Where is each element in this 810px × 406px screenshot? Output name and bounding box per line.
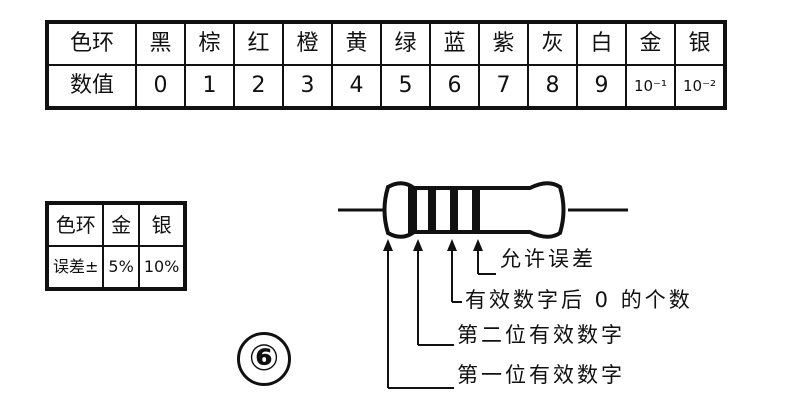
multiplier-leader	[447, 239, 462, 303]
color-cell-silver: 银	[674, 21, 726, 66]
tolerance-table: 色环 金 银 误差± 5% 10%	[45, 201, 188, 291]
color-cell-orange: 橙	[282, 21, 333, 66]
value-cell: 9	[576, 64, 627, 109]
value-cell: 10⁻¹	[625, 64, 676, 109]
value-cell: 5	[380, 64, 431, 109]
value-cell: 0	[135, 64, 186, 109]
first-digit-leader	[383, 239, 454, 389]
color-cell-brown: 棕	[184, 21, 235, 66]
label-second-digit: 第二位有效数字	[457, 323, 625, 347]
value-cell: 2	[233, 64, 284, 109]
tolerance-color-row: 色环 金 银	[45, 202, 187, 247]
color-cell-green: 绿	[380, 21, 431, 66]
color-cell-red: 红	[233, 21, 284, 66]
label-first-digit: 第一位有效数字	[457, 363, 625, 387]
label-multiplier: 有效数字后 0 的个数	[465, 288, 693, 312]
tolerance-value-row: 误差± 5% 10%	[45, 245, 187, 290]
value-cell: 3	[282, 64, 333, 109]
tolerance-color-gold: 金	[102, 202, 140, 247]
tolerance-value-header: 误差±	[45, 245, 105, 290]
color-cell-black: 黑	[135, 21, 186, 66]
label-tolerance: 允许误差	[500, 247, 596, 271]
tolerance-leader	[473, 239, 496, 275]
multiplier-band	[450, 188, 458, 232]
color-cell-yellow: 黄	[331, 21, 382, 66]
value-row-header: 数值	[46, 64, 137, 109]
tolerance-value-gold: 5%	[102, 245, 140, 290]
second-digit-leader	[413, 239, 454, 346]
value-cell: 6	[429, 64, 480, 109]
value-cell: 10⁻²	[674, 64, 726, 109]
value-cell: 7	[478, 64, 529, 109]
color-row: 色环 黑 棕 红 橙 黄 绿 蓝 紫 灰 白 金 银	[46, 21, 726, 66]
value-cell: 1	[184, 64, 235, 109]
color-cell-blue: 蓝	[429, 21, 480, 66]
color-code-table: 色环 黑 棕 红 橙 黄 绿 蓝 紫 灰 白 金 银 数值 0 1 2 3 4 …	[45, 20, 727, 110]
color-cell-white: 白	[576, 21, 627, 66]
tolerance-band	[472, 188, 480, 232]
second-band	[428, 188, 436, 232]
value-cell: 4	[331, 64, 382, 109]
color-cell-gold: 金	[625, 21, 676, 66]
color-cell-violet: 紫	[478, 21, 529, 66]
tolerance-color-header: 色环	[45, 202, 105, 247]
value-row: 数值 0 1 2 3 4 5 6 7 8 9 10⁻¹ 10⁻²	[46, 64, 726, 109]
first-band	[408, 186, 417, 234]
tolerance-color-silver: 银	[137, 202, 187, 247]
figure-number: ⑥	[237, 332, 291, 386]
tolerance-value-silver: 10%	[137, 245, 187, 290]
value-cell: 8	[527, 64, 578, 109]
color-row-header: 色环	[46, 21, 137, 66]
color-cell-grey: 灰	[527, 21, 578, 66]
